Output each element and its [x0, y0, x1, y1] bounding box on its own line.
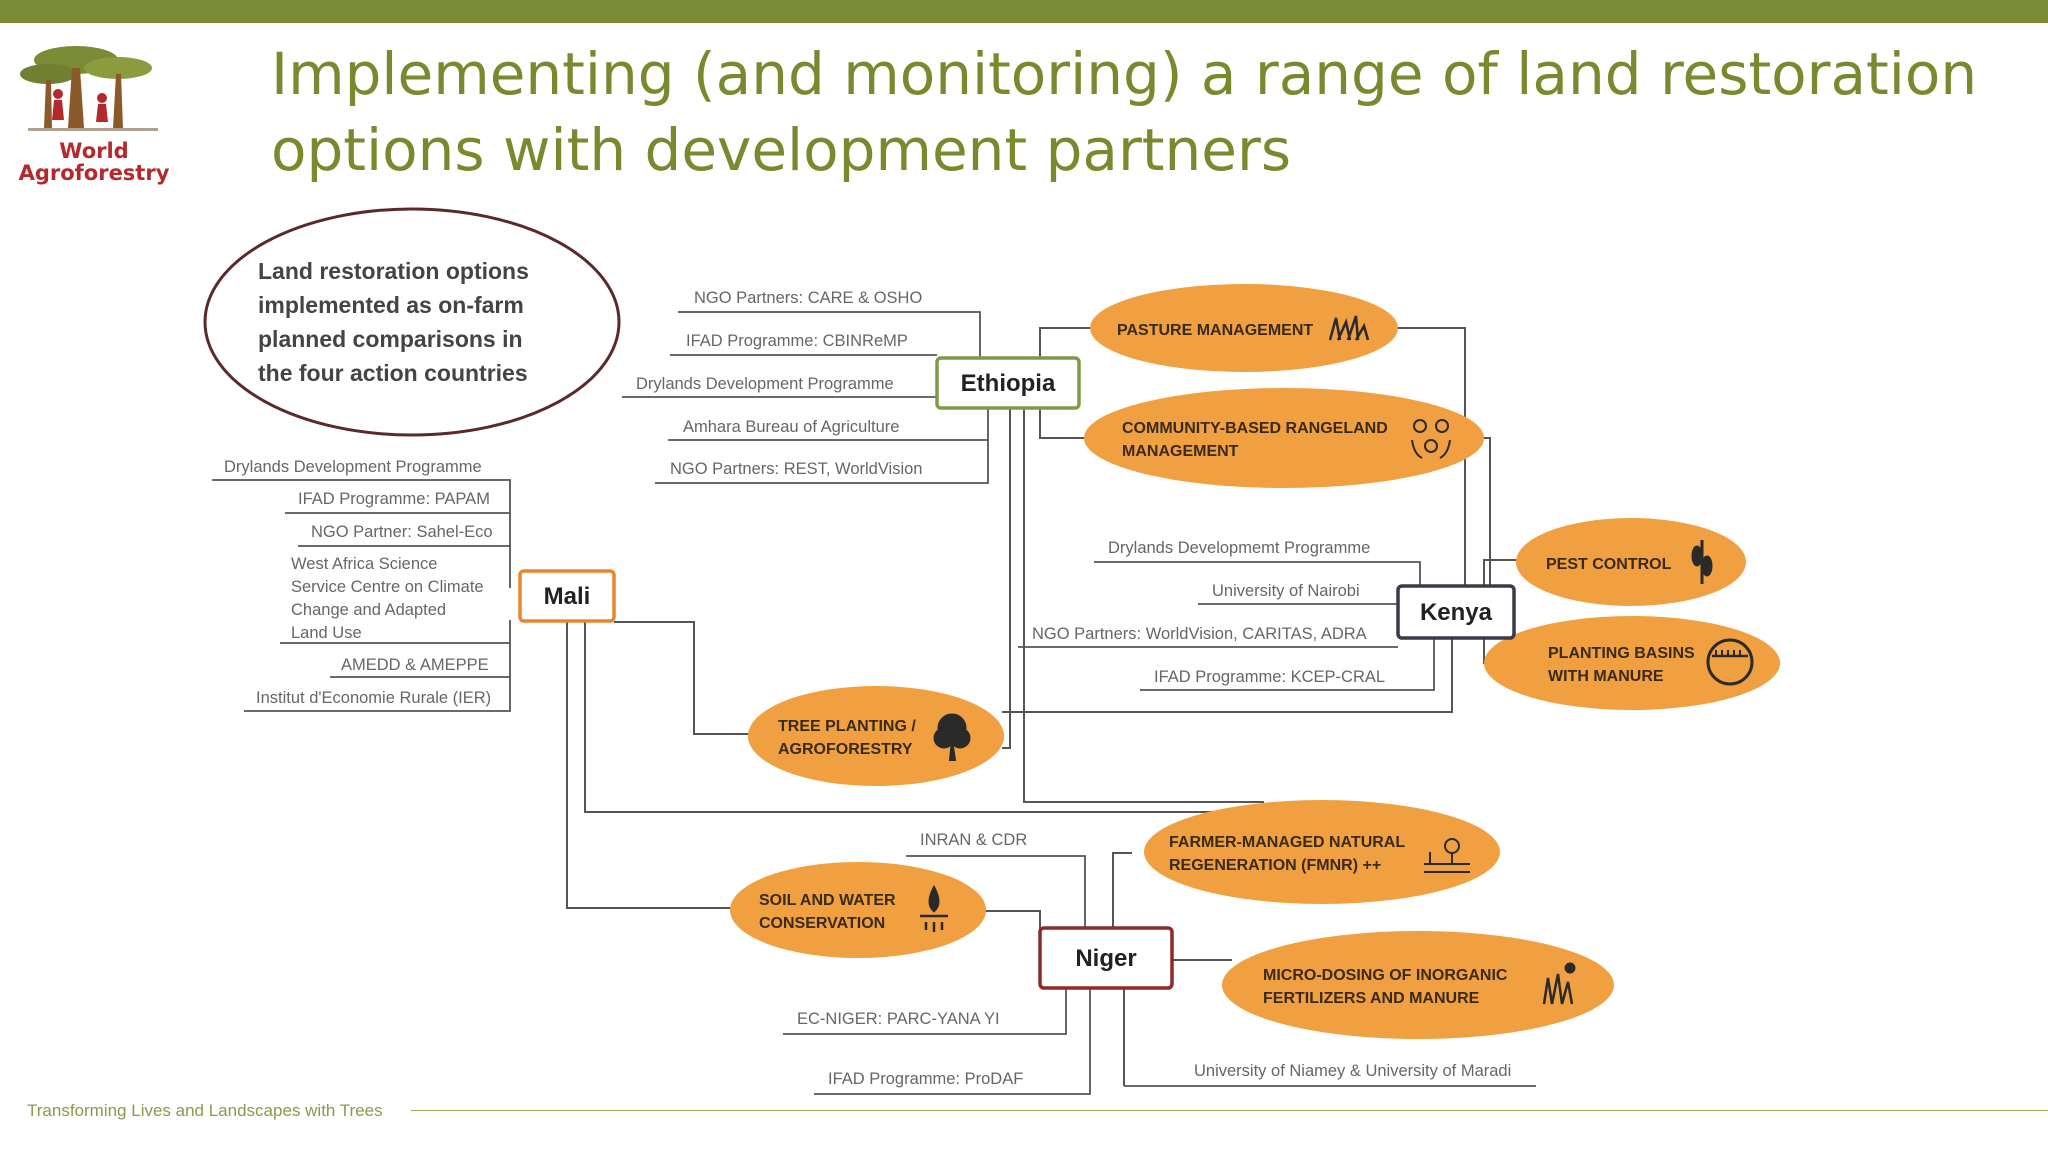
partner-label-niger: University of Niamey & University of Mar…: [1194, 1062, 1511, 1080]
option-pest-label: PEST CONTROL: [1546, 556, 1672, 573]
connector-line: [1023, 402, 1264, 803]
intro-callout: Land restoration options implemented as o…: [203, 207, 621, 437]
intro-callout-text: the four action countries: [258, 360, 528, 386]
slide-title: Implementing (and monitoring) a range of…: [271, 36, 1978, 188]
partner-label-mali: Drylands Development Programme: [224, 458, 482, 476]
footer-tagline: Transforming Lives and Landscapes with T…: [27, 1101, 383, 1120]
option-basins-label: PLANTING BASINS: [1548, 645, 1695, 662]
planting-basin-icon: [1706, 638, 1754, 686]
title-line-2: options with development partners: [271, 116, 1292, 184]
connector-line: [566, 622, 740, 909]
partner-underline: [244, 677, 511, 712]
option-tree-shape: [748, 686, 1004, 786]
connector-line: [1002, 402, 1011, 749]
option-rangeland-label: COMMUNITY-BASED RANGELAND: [1122, 420, 1388, 437]
connector-line: [1398, 327, 1466, 588]
partner-label-ethiopia: NGO Partners: CARE & OSHO: [694, 289, 922, 307]
water-drop-icon: [920, 884, 948, 932]
option-basins-label: WITH MANURE: [1548, 668, 1664, 685]
connector-line: [614, 621, 750, 735]
partner-underline: [814, 988, 1091, 1095]
restoration-options: PASTURE MANAGEMENT COMMUNITY-BASED RANGEL…: [730, 284, 1780, 1039]
partner-label-kenya: Drylands Developmemt Programme: [1108, 539, 1370, 557]
connector-line: [584, 622, 1264, 813]
option-rangeland-shape: [1084, 388, 1484, 488]
partner-label-mali: West Africa Science: [291, 555, 437, 573]
connector-line: [982, 910, 1041, 930]
intro-callout-text: planned comparisons in: [258, 326, 523, 352]
partner-label-kenya: NGO Partners: WorldVision, CARITAS, ADRA: [1032, 625, 1367, 643]
country-ethiopia-box: [935, 356, 1081, 410]
regeneration-icon: [1424, 838, 1470, 873]
intro-callout-text: implemented as on-farm: [258, 292, 524, 318]
partner-label-mali: Institut d'Economie Rurale (IER): [256, 689, 491, 707]
grass-icon: [1328, 315, 1370, 341]
partner-label-ethiopia: IFAD Programme: CBINReMP: [686, 332, 908, 350]
partner-label-niger: IFAD Programme: ProDAF: [828, 1070, 1023, 1088]
connector-line: [1002, 635, 1453, 713]
partner-underline: [1140, 635, 1435, 691]
partner-label-ethiopia: Drylands Development Programme: [636, 375, 894, 393]
option-rangeland-label: MANAGEMENT: [1122, 443, 1239, 460]
country-mali-label: Mali: [544, 583, 591, 610]
option-swc-shape: [730, 862, 986, 958]
option-fmnr-label: REGENERATION (FMNR) ++: [1169, 857, 1381, 874]
intro-callout-shape: [203, 207, 621, 437]
option-microdosing-shape: [1222, 931, 1614, 1039]
country-niger-label: Niger: [1075, 945, 1136, 972]
connector-lines: [566, 327, 1522, 1086]
option-fmnr-shape: [1144, 800, 1500, 904]
partner-label-mali: Land Use: [291, 624, 362, 642]
option-pest-shape: [1516, 518, 1746, 606]
partner-label-niger: INRAN & CDR: [920, 831, 1027, 849]
partner-label-ethiopia: NGO Partners: REST, WorldVision: [670, 460, 922, 478]
partner-label-mali: Service Centre on Climate: [291, 578, 484, 596]
partner-label-mali: IFAD Programme: PAPAM: [298, 490, 490, 508]
partner-labels: NGO Partners: CARE & OSHO IFAD Programme:…: [224, 289, 1511, 1088]
fertilizer-icon: [1542, 962, 1576, 1005]
country-kenya-label: Kenya: [1420, 599, 1493, 626]
connector-line: [1112, 852, 1132, 928]
option-tree-label: AGROFORESTRY: [778, 741, 913, 758]
partner-label-kenya: University of Nairobi: [1212, 582, 1360, 600]
country-kenya-box: [1396, 584, 1516, 640]
option-pasture-label: PASTURE MANAGEMENT: [1117, 322, 1313, 339]
partner-label-niger: EC-NIGER: PARC-YANA YI: [797, 1010, 1000, 1028]
tree-icon: [933, 713, 971, 761]
plant-icon: [1691, 540, 1713, 584]
partner-label-mali: Change and Adapted: [291, 601, 446, 619]
tree-logo-icon: [20, 46, 158, 131]
connector-line: [1039, 400, 1090, 439]
connector-line: [1483, 559, 1522, 595]
partner-underline: [906, 855, 1086, 930]
country-niger-box: [1038, 926, 1174, 990]
option-tree-label: TREE PLANTING /: [778, 718, 916, 735]
world-agroforestry-logo: World Agroforestry: [18, 38, 170, 188]
option-basins-shape: [1484, 616, 1780, 710]
partner-underline: [783, 988, 1067, 1035]
partner-underline: [212, 479, 511, 588]
option-pasture-shape: [1090, 284, 1398, 372]
country-mali-box: [518, 569, 616, 623]
option-microdosing-label: FERTILIZERS AND MANURE: [1263, 990, 1480, 1007]
title-line-1: Implementing (and monitoring) a range of…: [271, 40, 1978, 108]
partner-underline: [655, 440, 989, 484]
partner-label-ethiopia: Amhara Bureau of Agriculture: [683, 418, 899, 436]
option-microdosing-label: MICRO-DOSING OF INORGANIC: [1263, 967, 1508, 984]
option-fmnr-label: FARMER-MANAGED NATURAL: [1169, 834, 1405, 851]
community-icon: [1411, 419, 1451, 459]
logo-text-agroforestry: Agroforestry: [18, 161, 170, 185]
country-ethiopia-label: Ethiopia: [961, 370, 1056, 397]
top-accent-bar: [0, 0, 2048, 23]
partner-label-mali: AMEDD & AMEPPE: [341, 656, 489, 674]
footer-divider: [411, 1110, 2048, 1111]
logo-text-world: World: [59, 139, 129, 163]
intro-callout-text: Land restoration options: [258, 258, 529, 284]
option-swc-label: SOIL AND WATER: [759, 892, 896, 909]
partner-label-kenya: IFAD Programme: KCEP-CRAL: [1154, 668, 1385, 686]
partner-label-mali: NGO Partner: Sahel-Eco: [311, 523, 493, 541]
option-swc-label: CONSERVATION: [759, 915, 885, 932]
